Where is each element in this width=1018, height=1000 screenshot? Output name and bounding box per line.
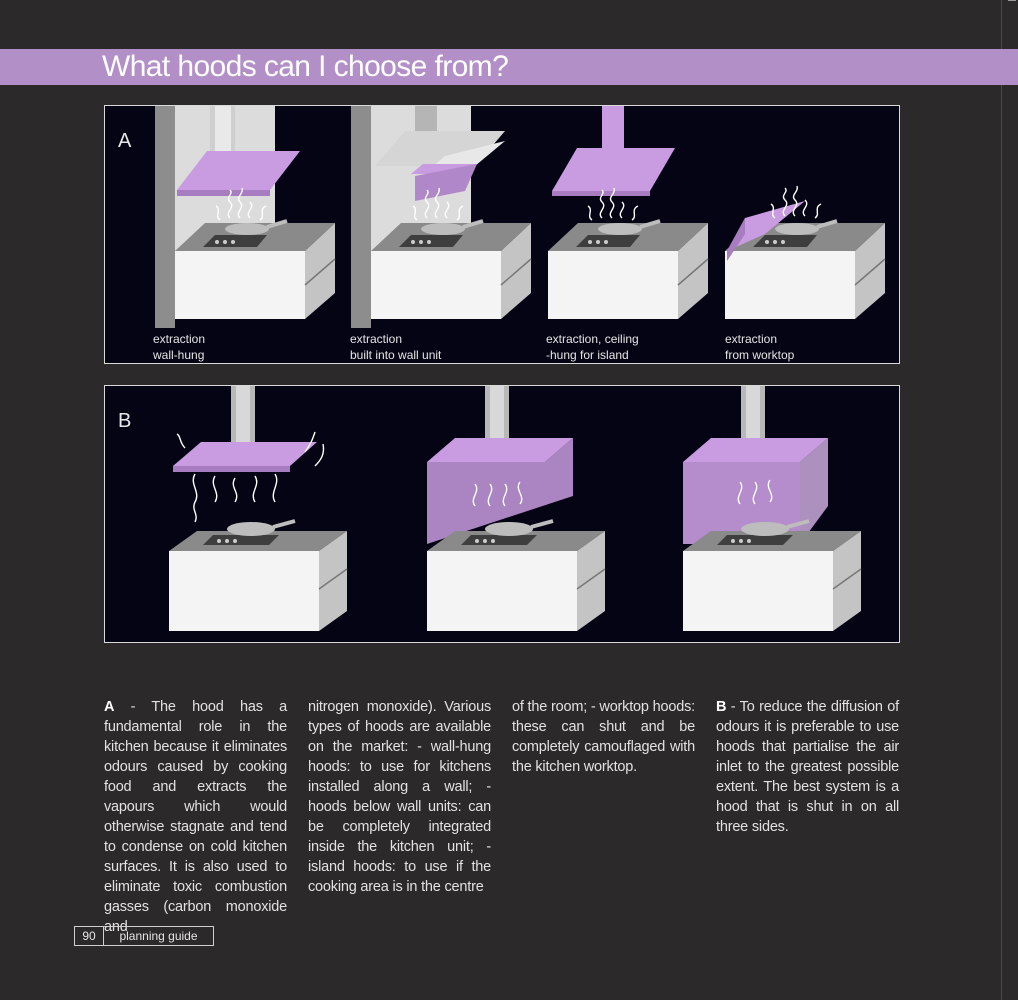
caption-line: built into wall unit (350, 348, 442, 362)
panel-a-letter: A (118, 130, 132, 152)
caption-wall-hung: extraction wall-hung (153, 331, 205, 363)
paragraph-text: - The hood has a fundamental role in the… (104, 699, 287, 935)
diagram-open-hood (167, 386, 349, 633)
paragraph-text: - To reduce the diffusion of odours it i… (716, 699, 899, 835)
diagram-ceiling-hung-island (546, 106, 710, 321)
panel-b-letter: B (118, 410, 132, 432)
paragraph: B - To reduce the diffusion of odours it… (716, 697, 899, 837)
lead-letter: B (716, 699, 727, 715)
paragraph: of the room; - worktop hoods: these can … (512, 699, 695, 775)
footer-label: planning guide (119, 929, 198, 943)
text-column-1: A - The hood has a fundamental role in t… (104, 697, 287, 937)
paragraph: A - The hood has a fundamental role in t… (104, 697, 287, 937)
panel-b-enclosure-types: B (104, 385, 900, 643)
caption-line: from worktop (725, 348, 795, 362)
text-column-4: B - To reduce the diffusion of odours it… (716, 697, 899, 837)
page-title: What hoods can I choose from? (102, 50, 509, 83)
panel-b-illustration (167, 386, 863, 633)
paragraph: nitrogen monoxide). Various types of hoo… (308, 699, 491, 895)
page-edge-line (1001, 0, 1002, 1000)
caption-line: wall-hung (153, 348, 205, 362)
diagram-worktop-extraction (723, 185, 887, 321)
caption-ceiling-hung-island: extraction, ceiling -hung for island (546, 331, 639, 363)
caption-line: extraction (725, 332, 778, 346)
diagram-wall-hung (155, 106, 337, 328)
panel-a-hood-types: A extraction wall-hung extraction built … (104, 105, 900, 364)
page-number: 90 (75, 927, 104, 945)
caption-worktop-extraction: extraction from worktop (725, 331, 794, 363)
diagram-three-side-enclosed-hood (681, 386, 863, 633)
caption-line: extraction (153, 332, 206, 346)
page-edge-mark (1008, 0, 1016, 1)
caption-line: extraction (350, 332, 403, 346)
page-footer: 90 planning guide (74, 926, 214, 946)
caption-line: extraction, ceiling (546, 332, 639, 346)
title-bar: What hoods can I choose from? (0, 49, 1018, 85)
diagram-partially-enclosed-hood (425, 386, 607, 633)
text-column-3: of the room; - worktop hoods: these can … (512, 697, 695, 777)
caption-line: -hung for island (546, 348, 629, 362)
text-column-2: nitrogen monoxide). Various types of hoo… (308, 697, 491, 897)
panel-a-illustration (155, 106, 887, 328)
diagram-built-into-wall-unit (351, 106, 533, 328)
caption-built-into-wall-unit: extraction built into wall unit (350, 331, 441, 363)
lead-letter: A (104, 699, 115, 715)
